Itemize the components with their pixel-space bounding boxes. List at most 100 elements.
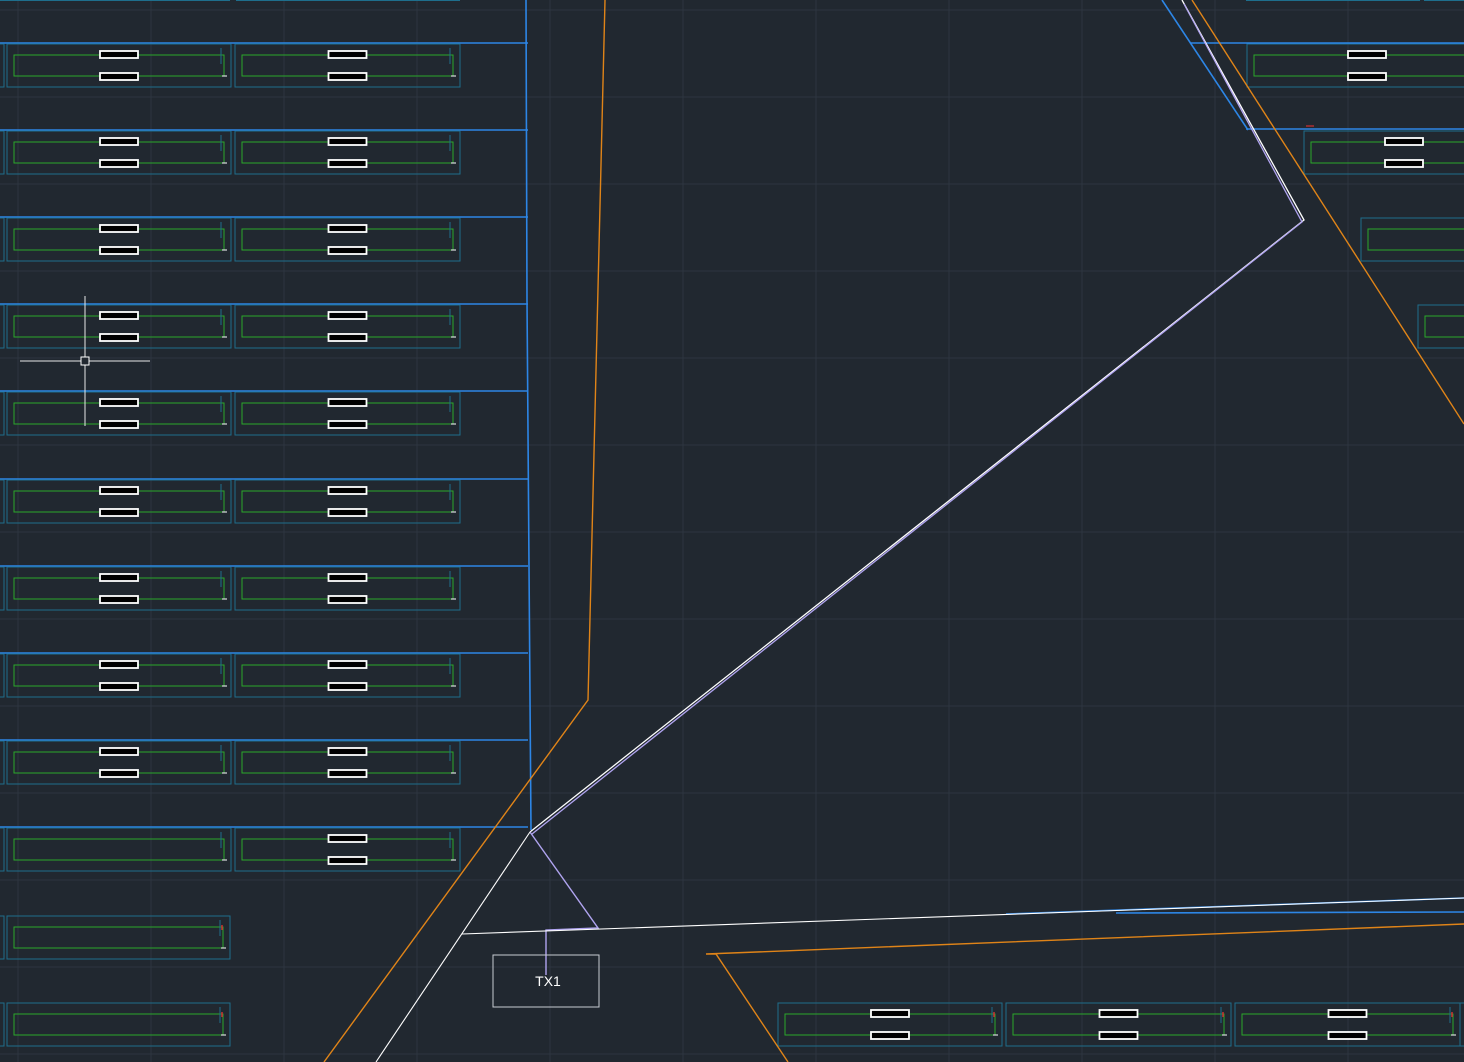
panel-outline <box>6 217 232 262</box>
setback-lines <box>323 0 1464 1062</box>
panel-module <box>6 217 232 262</box>
panel-outline <box>777 1002 1003 1047</box>
inverter-bar <box>99 72 139 81</box>
panel-module <box>234 827 461 872</box>
panel-edge-stub <box>0 391 5 436</box>
panel-module <box>234 43 461 88</box>
panel-module <box>234 130 461 175</box>
panel-outline <box>234 391 461 436</box>
panel-module <box>6 479 232 524</box>
transformer-label: TX1 <box>535 973 561 989</box>
setback-line-bottom <box>705 923 1464 1062</box>
panel-outline <box>6 915 231 960</box>
panel-outline <box>6 827 232 872</box>
inverter-bar <box>1327 1031 1368 1040</box>
inverter-bar <box>327 660 368 669</box>
inverter-bar <box>327 72 368 81</box>
inverter-bar <box>99 573 139 582</box>
inverter-bar <box>99 246 139 255</box>
inverter-bar <box>327 159 368 168</box>
inverter-bar <box>99 311 139 320</box>
panel-module <box>234 391 461 436</box>
panel-outline <box>6 1002 231 1047</box>
inverter-bar <box>99 747 139 756</box>
boundary-top-right-line <box>1161 0 1249 131</box>
transformer-tx1[interactable]: TX1 <box>492 954 600 1008</box>
panel-module <box>6 566 232 611</box>
inverter-bar <box>327 573 368 582</box>
string-box <box>1424 315 1464 338</box>
panel-module <box>1234 1002 1461 1047</box>
cable-road-white <box>375 831 531 1062</box>
panel-outline <box>234 827 461 872</box>
panel-outline <box>1417 304 1464 349</box>
panel-edge-stub <box>0 130 5 175</box>
inverter-bar <box>1347 72 1387 81</box>
inverter-bar <box>99 682 139 691</box>
inverter-bar <box>1384 159 1424 168</box>
panel-outline <box>234 43 461 88</box>
panel-edge-stub <box>0 653 5 698</box>
inverter-bar <box>99 333 139 342</box>
inverter-bar <box>1098 1009 1139 1018</box>
panel-outline <box>6 43 232 88</box>
cable-branch-lavender <box>529 831 600 975</box>
inverter-bar <box>327 856 368 865</box>
panel-outline <box>234 130 461 175</box>
cable-road-white-2 <box>461 897 1464 935</box>
panel-module <box>6 130 232 175</box>
panel-module <box>6 43 232 88</box>
panel-outline <box>1303 130 1464 175</box>
cable-route <box>375 0 1464 1062</box>
inverter-bar <box>327 508 368 517</box>
panel-edge-stub <box>0 1002 5 1047</box>
inverter-bar <box>327 137 368 146</box>
panel-edge-stub <box>0 566 5 611</box>
panel-outline <box>6 740 232 785</box>
panel-module <box>6 827 232 872</box>
inverter-bar <box>327 747 368 756</box>
crosshair-cursor <box>20 296 150 426</box>
panel-module <box>234 740 461 785</box>
panel-outline <box>234 479 461 524</box>
panel-module <box>777 1002 1003 1047</box>
panel-module <box>1360 217 1464 262</box>
panel-module <box>1303 130 1464 175</box>
string-box <box>13 838 225 861</box>
inverter-bar <box>1098 1031 1139 1040</box>
inverter-bar <box>99 508 139 517</box>
transformer-box <box>492 954 600 1008</box>
panel-module <box>6 915 231 960</box>
panel-outline <box>6 130 232 175</box>
panel-module <box>1246 43 1464 88</box>
panel-outline <box>234 653 461 698</box>
panel-module <box>234 479 461 524</box>
boundary-vertical-line <box>525 0 532 831</box>
panel-module <box>1005 1002 1232 1047</box>
cursor-pickbox <box>80 356 90 366</box>
panel-edge-stub <box>0 915 5 960</box>
panel-outline <box>6 566 232 611</box>
inverter-bar <box>99 595 139 604</box>
inverter-bar <box>327 398 368 407</box>
cable-edge-white <box>529 0 1305 833</box>
panel-outline <box>1005 1002 1232 1047</box>
inverter-bar <box>99 660 139 669</box>
inverter-bar <box>1384 137 1424 146</box>
string-box <box>1367 228 1464 251</box>
panel-edge-stub <box>0 304 5 349</box>
string-box <box>13 1013 224 1036</box>
inverter-bar <box>1327 1009 1368 1018</box>
panel-outline <box>234 566 461 611</box>
panel-outline <box>1246 43 1464 88</box>
inverter-bar <box>99 769 139 778</box>
inverter-bar <box>327 682 368 691</box>
inverter-bar <box>327 311 368 320</box>
panel-module <box>234 653 461 698</box>
inverter-bar <box>327 246 368 255</box>
inverter-bar <box>327 420 368 429</box>
panel-edge-stub <box>0 827 5 872</box>
